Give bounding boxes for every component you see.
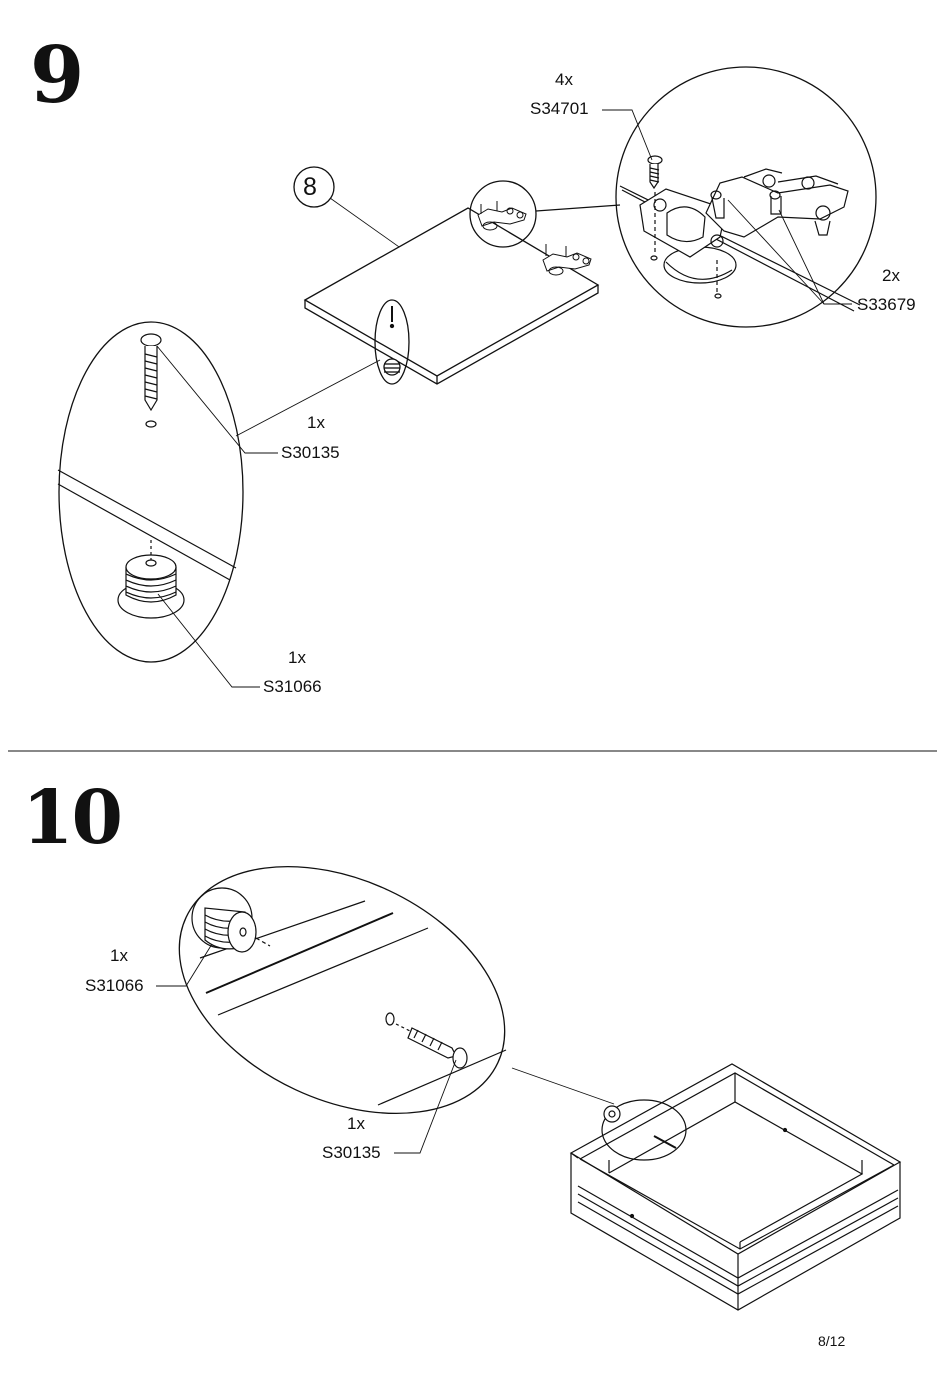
knob-detail xyxy=(57,333,237,619)
hinge-detail-marker xyxy=(469,180,537,248)
panel-number-circle xyxy=(293,166,335,208)
step-10-number: 10 xyxy=(22,775,123,861)
screw-10-qty: 1x xyxy=(347,1114,365,1133)
knob-detail-ellipse xyxy=(58,321,244,663)
hinge-code: S33679 xyxy=(857,295,916,314)
drawer-box xyxy=(569,1063,902,1311)
knob-10-qty: 1x xyxy=(110,946,128,965)
hinge-detail-circle xyxy=(615,66,877,328)
hinge-small-2 xyxy=(542,244,592,276)
knob-detail-marker xyxy=(374,299,410,385)
panel-number-label: 8 xyxy=(303,173,317,201)
step-9-number: 9 xyxy=(30,30,84,121)
screw-10-code: S30135 xyxy=(322,1143,381,1162)
drawer-detail xyxy=(191,887,507,1106)
screw-9-code: S30135 xyxy=(281,443,340,462)
drawer-detail-ellipse xyxy=(178,865,506,1115)
knob-9-qty: 1x xyxy=(288,648,306,667)
screw-hinge-qty: 4x xyxy=(555,70,573,89)
hinge-small-1 xyxy=(477,201,527,231)
hinge-detail xyxy=(619,155,861,312)
screw-9-qty: 1x xyxy=(307,413,325,432)
screw-hinge-code: S34701 xyxy=(530,99,589,118)
page-number: 8/12 xyxy=(818,1333,846,1349)
door-panel xyxy=(303,207,600,385)
hinge-qty: 2x xyxy=(882,266,900,285)
knob-9-code: S31066 xyxy=(263,677,322,696)
knob-10-code: S31066 xyxy=(85,976,144,995)
